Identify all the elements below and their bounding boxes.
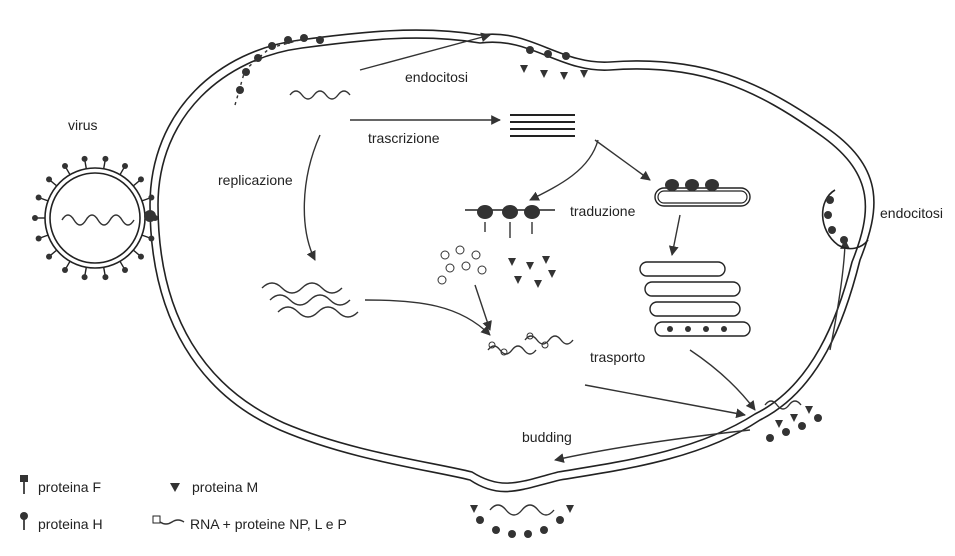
virus-spike-head [102,156,108,162]
m-proteins [508,256,556,288]
virus-spike-head [82,156,88,162]
virus-rna [62,215,134,225]
virus-spike-head [148,236,154,242]
virus-spike-head [122,267,128,273]
legend-label-protein-m: proteina M [192,479,258,495]
mrna-strands [510,115,575,136]
arrow-to-translation [595,140,650,180]
virus-spike-head [62,163,68,169]
entry-point [144,210,156,222]
legend-protein-h: proteina H [20,512,103,532]
virus-spike-head [122,163,128,169]
virus-particle [32,156,158,280]
endocytic-pit-right [823,190,868,249]
label-replication: replicazione [218,172,293,188]
virus-spike-head [82,274,88,280]
legend: proteina F proteina M proteina H RNA + p… [20,475,347,532]
replicated-rna [262,283,358,317]
membrane-proteins-top-left [235,34,324,105]
legend-protein-m: proteina M [170,479,258,495]
arrow-proteins-to-assembly [475,285,490,330]
arrow-transport [585,385,745,415]
virus-spike-head [46,176,52,182]
label-translation: traduzione [570,203,636,219]
label-endocytosis-right: endocitosi [880,205,943,221]
virus-spike-head [148,194,154,200]
arrow-budding [555,430,750,460]
virus-spike-head [46,254,52,260]
legend-label-rna: RNA + proteine NP, L e P [190,516,347,532]
arrow-er-to-membrane [690,350,755,410]
budding-site [765,401,822,442]
virus-spike-head [138,254,144,260]
free-ribosomes [465,205,555,238]
virus-spikes [32,156,158,280]
legend-rna: RNA + proteine NP, L e P [153,516,347,532]
virus-spike-head [138,176,144,182]
legend-label-protein-f: proteina F [38,479,101,495]
budding-virion-bottom [470,505,574,538]
virus-spike-head [36,194,42,200]
label-budding: budding [522,429,572,445]
er-ribosomes [655,179,750,206]
arrow-replication [304,135,320,260]
label-transport: trasporto [590,349,645,365]
virus-spike-head [102,274,108,280]
label-virus: virus [68,117,98,133]
arrow-rna-to-assembly [365,300,490,335]
legend-label-protein-h: proteina H [38,516,103,532]
label-endocytosis-top: endocitosi [405,69,468,85]
virus-spike-head [36,236,42,242]
golgi-apparatus [640,262,750,336]
virus-spike-head [62,267,68,273]
label-transcription: trascrizione [368,130,440,146]
virus-spike-head [32,215,38,221]
nucleocapsids [488,333,573,355]
np-proteins [438,246,486,284]
arrow-to-er [672,215,680,255]
legend-protein-f: proteina F [20,475,101,495]
arrow-to-cytoplasmic-translation [530,140,598,200]
incoming-rna [290,91,350,99]
